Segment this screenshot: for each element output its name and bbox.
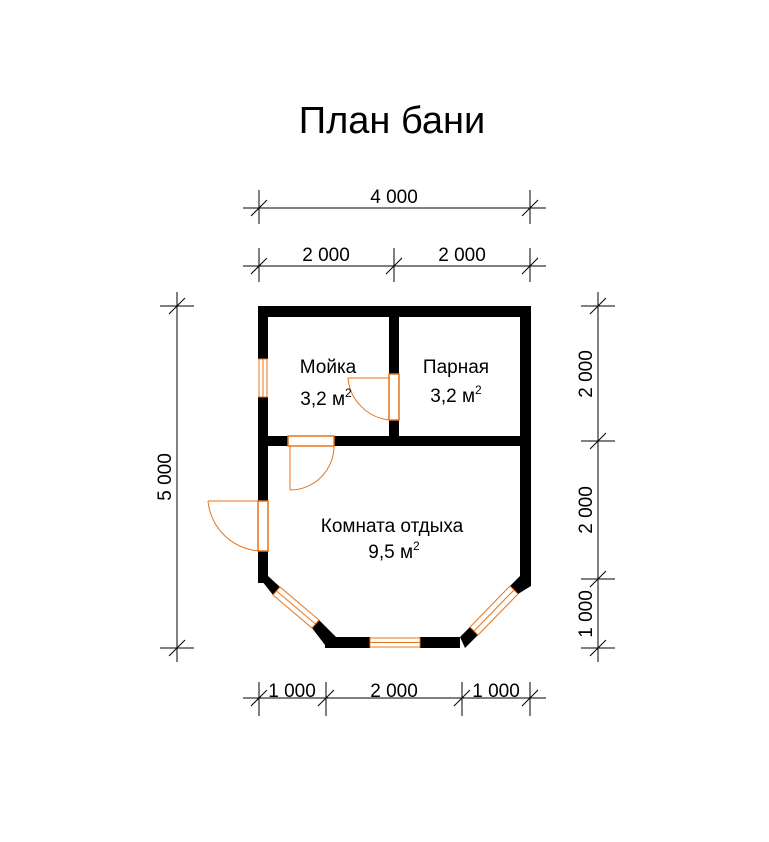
dimension-top-right-label: 2 000 — [438, 245, 486, 266]
door-entrance — [207, 500, 269, 552]
dimension-top-total-label: 4 000 — [370, 187, 418, 208]
door-washroom-steam — [347, 373, 400, 421]
dimension-bottom-right-label: 1 000 — [472, 681, 520, 702]
room-washroom-name: Мойка — [300, 357, 357, 378]
walls — [258, 306, 531, 648]
dimension-right-upper-label: 2 000 — [576, 350, 597, 398]
room-rest-name: Комната отдыха — [321, 516, 464, 537]
doors — [207, 373, 400, 552]
dimension-right-middle-label: 2 000 — [576, 486, 597, 534]
dimension-left-total: 5 000 — [155, 292, 194, 662]
window-bottom — [369, 637, 421, 648]
room-washroom: Мойка 3,2 м2 — [300, 357, 357, 410]
dimension-right-split: 2 000 2 000 1 000 — [576, 292, 615, 662]
dimension-right-lower-label: 1 000 — [576, 590, 597, 638]
window-diagonal-left — [272, 586, 320, 629]
windows — [258, 358, 519, 648]
room-rest-area: 9,5 м2 — [368, 539, 420, 563]
dimension-bottom-left-label: 1 000 — [268, 681, 316, 702]
room-washroom-area: 3,2 м2 — [300, 386, 352, 410]
dimension-top-split: 2 000 2 000 — [243, 245, 546, 282]
room-rest: Комната отдыха 9,5 м2 — [321, 516, 464, 563]
window-left — [258, 358, 268, 398]
door-restroom-washroom — [287, 435, 335, 491]
room-steam: Парная 3,2 м2 — [423, 357, 489, 407]
dimension-top-total: 4 000 — [243, 187, 546, 224]
window-diagonal-right — [469, 585, 519, 636]
dimension-left-total-label: 5 000 — [155, 453, 176, 501]
dimension-bottom: 1 000 2 000 1 000 — [243, 681, 546, 716]
room-steam-name: Парная — [423, 357, 489, 378]
plan-title: План бани — [299, 100, 485, 142]
room-steam-area: 3,2 м2 — [430, 383, 482, 407]
dimension-bottom-middle-label: 2 000 — [370, 681, 418, 702]
dimension-top-left-label: 2 000 — [302, 245, 350, 266]
